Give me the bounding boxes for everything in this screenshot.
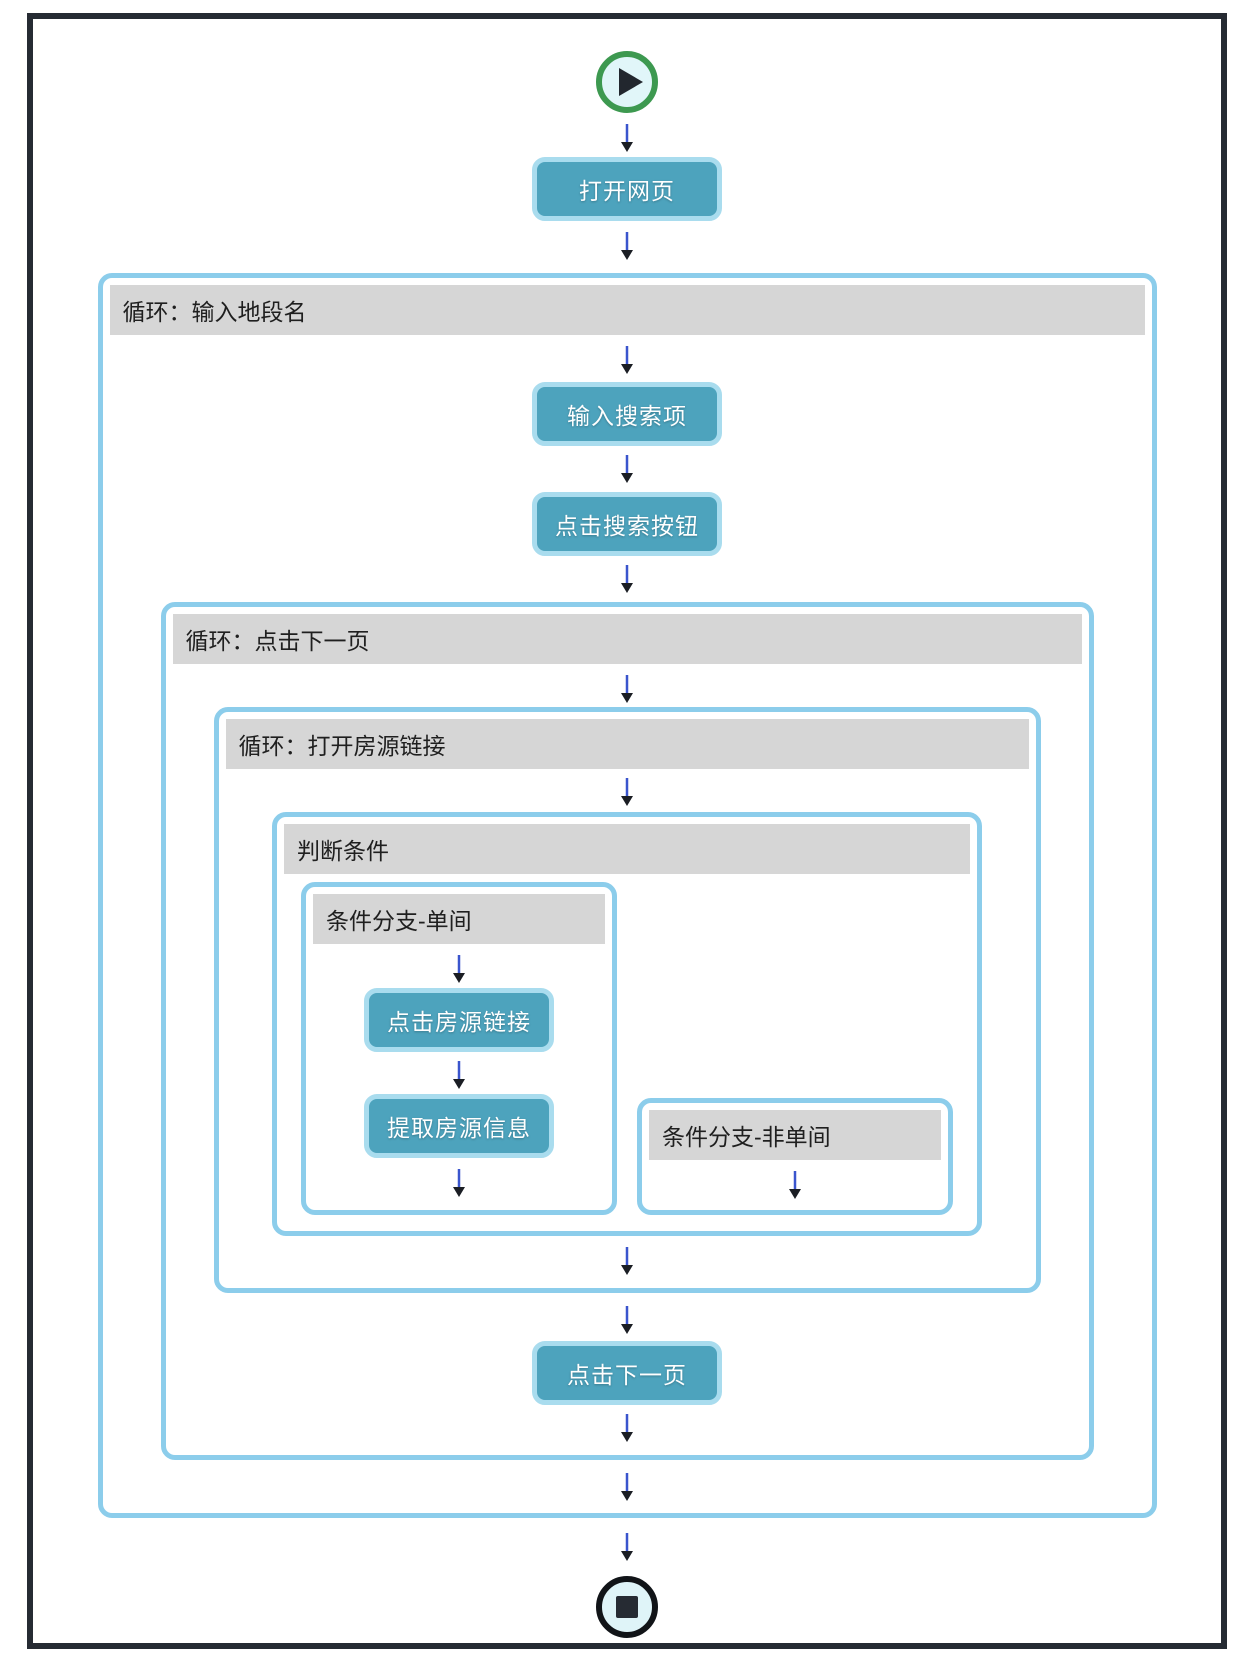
arrow-down-icon	[621, 565, 633, 593]
loop-enter-district-header[interactable]: 循环：输入地段名	[109, 285, 1145, 335]
extract-listing-info-node[interactable]: 提取房源信息	[364, 1094, 554, 1158]
start-icon[interactable]	[596, 51, 658, 113]
branch-not-single-room-container: 条件分支-非单间	[637, 1098, 953, 1215]
arrow-down-icon	[621, 455, 633, 483]
workflow-canvas: 打开网页 循环：输入地段名 输入搜索项 点击搜索按钮	[27, 13, 1227, 1649]
loop-click-next-page-header[interactable]: 循环：点击下一页	[172, 614, 1082, 664]
condition-branches: 条件分支-单间 点击房源链接 提取房源信	[301, 882, 953, 1215]
click-search-button-node[interactable]: 点击搜索按钮	[532, 492, 722, 556]
click-listing-link-node[interactable]: 点击房源链接	[364, 988, 554, 1052]
click-next-page-node[interactable]: 点击下一页	[532, 1341, 722, 1405]
open-webpage-node[interactable]: 打开网页	[532, 157, 722, 221]
loop-open-listing-links-header[interactable]: 循环：打开房源链接	[225, 719, 1029, 769]
arrow-down-icon	[621, 232, 633, 260]
arrow-down-icon	[621, 1414, 633, 1442]
arrow-down-icon	[453, 1169, 465, 1197]
workflow-flow: 打开网页 循环：输入地段名 输入搜索项 点击搜索按钮	[33, 19, 1221, 1638]
arrow-down-icon	[621, 346, 633, 374]
loop-click-next-page-container: 循环：点击下一页 循环：打开房源链接 判断条件	[160, 602, 1094, 1460]
branch-single-room-header[interactable]: 条件分支-单间	[313, 894, 605, 944]
stop-glyph	[616, 1596, 638, 1618]
end-icon[interactable]	[596, 1576, 658, 1638]
play-glyph	[619, 68, 643, 96]
condition-container: 判断条件 条件分支-单间 点击房源链接	[272, 812, 982, 1236]
arrow-down-icon	[453, 955, 465, 983]
condition-header[interactable]: 判断条件	[284, 824, 970, 874]
loop-enter-district-container: 循环：输入地段名 输入搜索项 点击搜索按钮 循环：点击下一页	[97, 273, 1157, 1518]
arrow-down-icon	[621, 675, 633, 703]
arrow-down-icon	[621, 778, 633, 806]
arrow-down-icon	[621, 1533, 633, 1561]
arrow-down-icon	[621, 1306, 633, 1334]
branch-single-room-container: 条件分支-单间 点击房源链接 提取房源信	[301, 882, 617, 1215]
enter-search-term-node[interactable]: 输入搜索项	[532, 382, 722, 446]
arrow-down-icon	[621, 1473, 633, 1501]
arrow-down-icon	[453, 1061, 465, 1089]
arrow-down-icon	[621, 124, 633, 152]
branch-not-single-room-header[interactable]: 条件分支-非单间	[649, 1110, 941, 1160]
arrow-down-icon	[789, 1171, 801, 1199]
loop-open-listing-links-container: 循环：打开房源链接 判断条件 条件分支-单间	[213, 707, 1041, 1293]
arrow-down-icon	[621, 1247, 633, 1275]
